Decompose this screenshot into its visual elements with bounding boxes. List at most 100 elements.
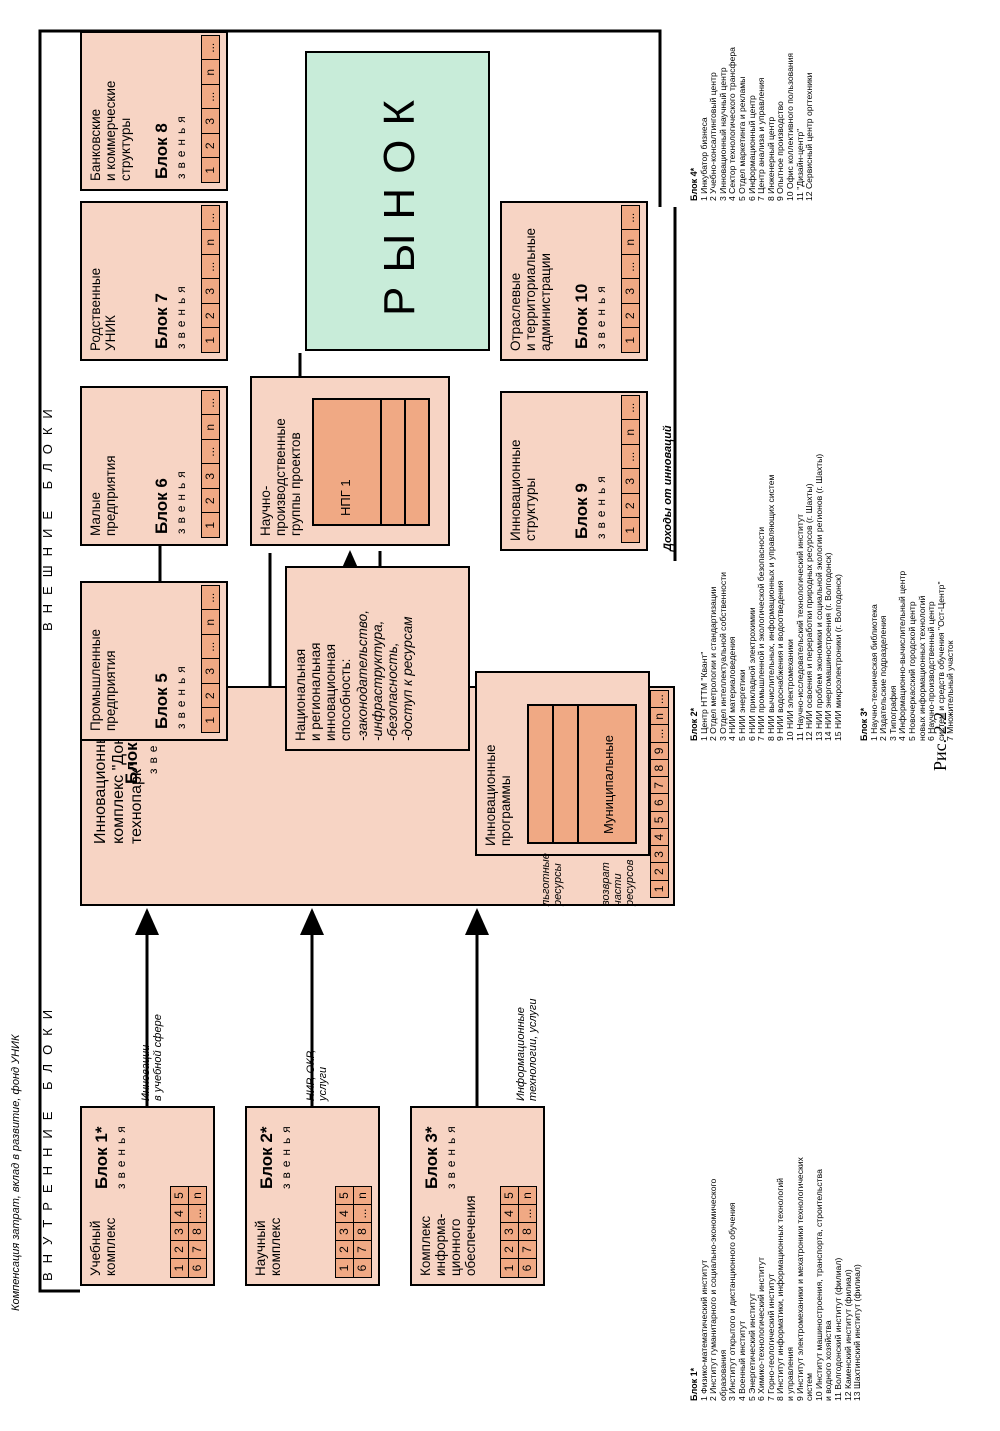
cell: 3 bbox=[171, 1223, 188, 1241]
cell: 2 bbox=[622, 304, 639, 329]
block-title-line: Родственные bbox=[88, 267, 103, 351]
cell: 8 bbox=[353, 1223, 371, 1241]
cell: ... bbox=[518, 1205, 536, 1223]
label-nir: НИР, ОКР,услуги bbox=[305, 1050, 329, 1101]
block-name: Блок 8 bbox=[152, 123, 171, 179]
block-title-line: администрации bbox=[538, 253, 553, 351]
block-title-line: Учебный bbox=[88, 1220, 103, 1276]
capacity-item: -доступ к ресурсам bbox=[400, 616, 415, 741]
cell: n bbox=[202, 230, 219, 255]
block-name: Блок 9 bbox=[572, 483, 591, 539]
cell: ... bbox=[202, 440, 219, 465]
npg-card: НПГ 1 bbox=[312, 398, 382, 526]
label-nir-line: НИР, ОКР, bbox=[305, 1049, 317, 1101]
cell: 2 bbox=[202, 304, 219, 329]
legend-block1-item: 13 Шахтинский институт (филиал) bbox=[852, 1264, 863, 1401]
cell: 6 bbox=[353, 1259, 371, 1277]
block-name: Блок 1* bbox=[92, 1126, 111, 1189]
cell: 5 bbox=[651, 811, 668, 829]
cell: ... bbox=[202, 391, 219, 416]
legend-block2-title: Блок 2* bbox=[689, 707, 699, 741]
cell: ... bbox=[188, 1205, 206, 1223]
figure-caption: Рис. 2.2 bbox=[930, 711, 950, 771]
cell: 8 bbox=[518, 1223, 536, 1241]
cell: ... bbox=[651, 725, 668, 743]
block-title-line: предприятия bbox=[103, 455, 118, 536]
cell: 5 bbox=[501, 1187, 518, 1205]
cell: n bbox=[188, 1187, 206, 1205]
programs-title-line: программы bbox=[498, 775, 513, 846]
cell: n bbox=[651, 708, 668, 726]
block-title-line: Комплекс bbox=[418, 1215, 433, 1276]
cell: ... bbox=[202, 85, 219, 110]
cell: 3 bbox=[202, 464, 219, 489]
cell: 2 bbox=[622, 494, 639, 519]
label-innov-line: в учебной сфере bbox=[152, 1014, 164, 1101]
cell: 6 bbox=[518, 1259, 536, 1277]
cell: 8 bbox=[651, 760, 668, 778]
cell: 1 bbox=[203, 521, 217, 529]
legend-block1-item: 2 Институт гуманитарного и социально-эко… bbox=[708, 1178, 719, 1401]
cell: 2 bbox=[336, 1241, 353, 1259]
block-title-line: ционного bbox=[448, 1218, 463, 1276]
legend-block3-title: Блок 3* bbox=[859, 707, 869, 741]
zvenya-label: звенья bbox=[174, 661, 188, 729]
cell: 1 bbox=[502, 1264, 516, 1272]
label-vozv-line: части bbox=[612, 873, 624, 906]
cell: 2 bbox=[171, 1241, 188, 1259]
block-name: Блок 7 bbox=[152, 293, 171, 349]
label-nir-line: услуги bbox=[317, 1066, 329, 1101]
cell: 2 bbox=[202, 134, 219, 159]
cell: n bbox=[202, 60, 219, 85]
label-comp: Компенсация затрат, вклад в развитие, фо… bbox=[10, 1034, 22, 1311]
cell: ... bbox=[622, 445, 639, 470]
zvenya-label: звенья bbox=[174, 281, 188, 349]
cell: 3 bbox=[202, 109, 219, 134]
cell: 1 bbox=[623, 336, 637, 344]
legend-block3-item: 7 Множительный участок bbox=[945, 640, 956, 741]
cell: 2 bbox=[202, 489, 219, 514]
capacity-line: способность: bbox=[338, 658, 353, 741]
cell: 7 bbox=[651, 777, 668, 795]
npg-title-line: группы проектов bbox=[288, 432, 303, 536]
cell: 2 bbox=[202, 684, 219, 709]
cell: ... bbox=[202, 206, 219, 231]
cell: 2 bbox=[651, 863, 668, 881]
cell: 7 bbox=[518, 1241, 536, 1259]
cell: n bbox=[202, 415, 219, 440]
zvenya-label: звенья bbox=[594, 281, 608, 349]
label-lgot-line: ресурсы bbox=[552, 863, 564, 906]
compensation-line bbox=[38, 29, 662, 1293]
capacity-line: Национальная bbox=[293, 648, 308, 741]
market-box: РЫНОК bbox=[305, 51, 490, 351]
cell: ... bbox=[202, 255, 219, 280]
block-title-line: предприятия bbox=[103, 650, 118, 731]
legend-block1-item: 9 Институт электромеханики и мехатроники… bbox=[794, 1157, 805, 1401]
cell: 4 bbox=[171, 1205, 188, 1223]
cell: 6 bbox=[651, 794, 668, 812]
cell: 3 bbox=[501, 1223, 518, 1241]
cell: 1 bbox=[172, 1264, 186, 1272]
cell: n bbox=[202, 610, 219, 635]
label-lgot-line: льготные bbox=[540, 853, 552, 906]
legend-block2-item: 15 НИИ микроэлектроники (г. Волгодонск) bbox=[832, 574, 843, 741]
cell: ... bbox=[622, 206, 639, 231]
label-vozv-line: возврат bbox=[600, 862, 612, 906]
